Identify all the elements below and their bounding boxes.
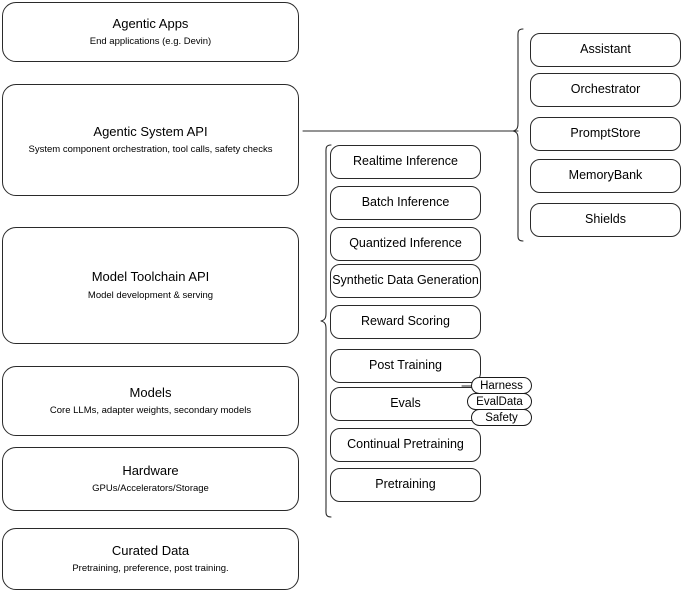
system-item-promptstore[interactable]: PromptStore (530, 117, 681, 151)
layer-subtitle: GPUs/Accelerators/Storage (92, 483, 209, 495)
toolchain-item-quantized-inference[interactable]: Quantized Inference (330, 227, 481, 261)
eval-pill-label: Safety (485, 411, 518, 424)
toolchain-item-label: Synthetic Data Generation (332, 273, 479, 288)
eval-pill-label: EvalData (476, 395, 523, 408)
layer-title: Hardware (122, 462, 179, 478)
layer-curated-data[interactable]: Curated Data Pretraining, preference, po… (2, 528, 299, 590)
toolchain-item-pretraining[interactable]: Pretraining (330, 468, 481, 502)
toolchain-item-label: Post Training (369, 358, 442, 373)
system-item-memorybank[interactable]: MemoryBank (530, 159, 681, 193)
layer-subtitle: Pretraining, preference, post training. (72, 563, 229, 575)
eval-pill-label: Harness (480, 379, 523, 392)
toolchain-item-evals[interactable]: Evals (330, 387, 481, 421)
layer-hardware[interactable]: Hardware GPUs/Accelerators/Storage (2, 447, 299, 511)
system-item-label: PromptStore (570, 126, 641, 141)
system-item-label: Assistant (580, 42, 631, 57)
system-item-shields[interactable]: Shields (530, 203, 681, 237)
system-item-assistant[interactable]: Assistant (530, 33, 681, 67)
toolchain-item-synthetic-data-generation[interactable]: Synthetic Data Generation (330, 264, 481, 298)
system-item-label: Orchestrator (570, 82, 641, 97)
layer-agentic-apps[interactable]: Agentic Apps End applications (e.g. Devi… (2, 2, 299, 62)
layer-title: Agentic System API (93, 123, 208, 139)
layer-models[interactable]: Models Core LLMs, adapter weights, secon… (2, 366, 299, 436)
layer-title: Curated Data (111, 542, 190, 558)
eval-pill-safety[interactable]: Safety (471, 409, 532, 426)
layer-title: Agentic Apps (112, 15, 189, 31)
layer-model-toolchain-api[interactable]: Model Toolchain API Model development & … (2, 227, 299, 344)
system-item-label: MemoryBank (568, 168, 643, 183)
layer-title: Model Toolchain API (91, 269, 210, 285)
toolchain-item-label: Batch Inference (361, 195, 450, 210)
toolchain-item-reward-scoring[interactable]: Reward Scoring (330, 305, 481, 339)
toolchain-item-label: Reward Scoring (361, 314, 450, 329)
toolchain-item-label: Pretraining (375, 477, 436, 492)
layer-subtitle: End applications (e.g. Devin) (89, 36, 212, 48)
toolchain-item-post-training[interactable]: Post Training (330, 349, 481, 383)
layer-title: Models (129, 384, 172, 400)
toolchain-item-realtime-inference[interactable]: Realtime Inference (330, 145, 481, 179)
eval-pill-evaldata[interactable]: EvalData (467, 393, 532, 410)
eval-pill-harness[interactable]: Harness (471, 377, 532, 394)
system-item-label: Shields (585, 212, 626, 227)
toolchain-item-label: Realtime Inference (353, 154, 458, 169)
system-components-brace (512, 28, 524, 242)
toolchain-item-continual-pretraining[interactable]: Continual Pretraining (330, 428, 481, 462)
toolchain-item-label: Continual Pretraining (347, 437, 464, 452)
layer-subtitle: Model development & serving (87, 289, 214, 301)
toolchain-item-batch-inference[interactable]: Batch Inference (330, 186, 481, 220)
system-item-orchestrator[interactable]: Orchestrator (530, 73, 681, 107)
layer-subtitle: Core LLMs, adapter weights, secondary mo… (49, 405, 252, 417)
toolchain-item-label: Quantized Inference (349, 236, 462, 251)
layer-agentic-system-api[interactable]: Agentic System API System component orch… (2, 84, 299, 196)
layer-subtitle: System component orchestration, tool cal… (28, 144, 273, 156)
toolchain-item-label: Evals (390, 396, 421, 411)
